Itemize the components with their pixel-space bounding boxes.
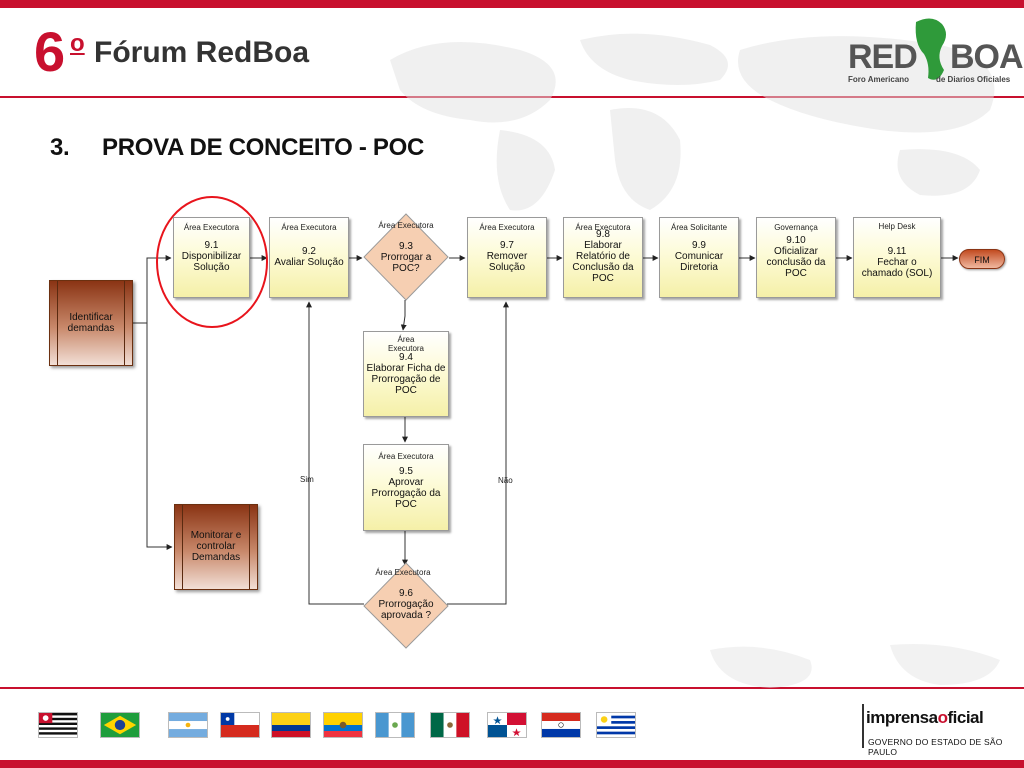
task-name: Avaliar Solução [274,257,344,268]
decision-9-3-code: 9.3 [399,241,413,252]
edition-number: 6 [34,20,65,83]
section-heading: 3. PROVA DE CONCEITO - POC [50,134,424,162]
task-role: Área Executora [575,223,631,232]
task-role: Área Executora [183,223,240,232]
branch-label-no: Não [498,476,513,485]
redboa-map-logo-icon [915,18,946,80]
task-role: Área Executora [378,452,434,461]
task-code: 9.7 [500,240,514,251]
decision-9-3-role: Área Executora [378,221,434,230]
world-map-watermark-bottom [710,644,1000,688]
flag-guatemala-icon [375,712,415,738]
start-box-identificar-demandas: Identificar demandas [49,280,133,366]
task-name: Comunicar Diretoria [674,251,724,273]
imprensa-oficial-logo: imprensaoficial [866,708,984,728]
decision-9-3-name: Prorrogar a POC? [380,252,432,274]
task-code: 9.10 [786,235,806,246]
imprensa-logo-part-a: imprensa [866,708,938,727]
task-name: Elaborar Ficha de Prorrogação de POC [366,363,446,396]
task-role: Área Solicitante [670,223,728,232]
decision-9-6-role: Área Executora [375,568,431,577]
task-name: Elaborar Relatório de Conclusão da POC [572,240,634,284]
start-box-label: Identificar demandas [67,312,115,334]
footer-divider [0,687,1024,689]
task-role: Área Executora [479,223,535,232]
flag-argentina-icon [168,712,208,738]
section-title: PROVA DE CONCEITO - POC [102,134,425,161]
task-name: Remover Solução [486,251,528,273]
decision-9-6-name: Prorrogação aprovada ? [378,599,434,621]
task-role: Governança [774,223,818,232]
start-box-label: Monitorar e controlar Demandas [190,530,242,563]
task-code: 9.4 [399,352,413,363]
flag-ecuador-icon [323,712,363,738]
branch-label-yes: Sim [300,475,314,484]
flag-uruguay-icon [596,712,636,738]
task-name: Disponibilizar Solução [181,251,242,273]
task-code: 9.5 [399,466,413,477]
logo-red-text: RED [848,38,918,76]
logo-boa-text: BOA [950,38,1024,76]
task-code: 9.8 [596,229,610,240]
start-box-monitorar-demandas: Monitorar e controlar Demandas [174,504,258,590]
task-name: Oficializar conclusão da POC [766,246,826,279]
task-code: 9.9 [692,240,706,251]
task-code: 9.11 [887,246,907,257]
imprensa-oficial-subtitle: GOVERNO DO ESTADO DE SÃO PAULO [868,737,1003,757]
task-code: 9.2 [302,246,316,257]
imprensa-logo-part-c: ficial [947,708,984,727]
flag-mexico-icon [430,712,470,738]
edition-ordinal: o [70,30,85,57]
flag-paraguay-icon [541,712,581,738]
top-accent-bar [0,0,1024,8]
task-code: 9.1 [204,240,219,251]
logo-subtitle-left: Foro Americano [848,75,910,84]
forum-title: Fórum RedBoa [94,36,310,69]
end-terminator: FIM [959,249,1005,269]
imprensa-logo-part-b: o [937,708,948,727]
task-role: Help Desk [878,222,916,231]
flag-brasil-icon [100,712,140,738]
imprensa-logo-bar [862,704,864,748]
decision-diamond-9-3 [363,213,449,301]
decision-9-6-code: 9.6 [399,588,413,599]
bottom-accent-bar [0,760,1024,768]
flag-sao-paulo-icon [38,712,78,738]
task-name: Aprovar Prorrogação da POC [371,477,441,510]
logo-subtitle-right: de Diarios Oficiales [936,75,1011,84]
section-number: 3. [50,134,70,161]
task-role: Área Executora [387,335,425,353]
flag-chile-icon [220,712,260,738]
decision-diamond-9-6 [363,562,449,649]
task-name: Fechar o chamado (SOL) [861,257,933,279]
flag-panama-icon [487,712,527,738]
task-role: Área Executora [281,223,337,232]
highlight-circle [156,196,268,328]
flag-colombia-icon [271,712,311,738]
